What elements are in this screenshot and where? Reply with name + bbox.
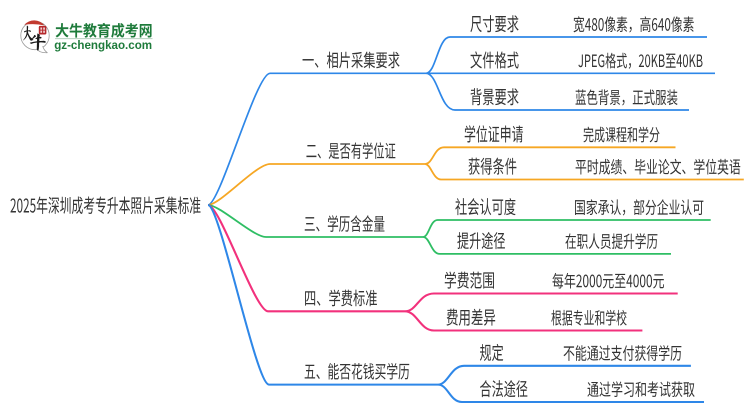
svg-text:gz-chengkao.com: gz-chengkao.com [54,39,152,52]
